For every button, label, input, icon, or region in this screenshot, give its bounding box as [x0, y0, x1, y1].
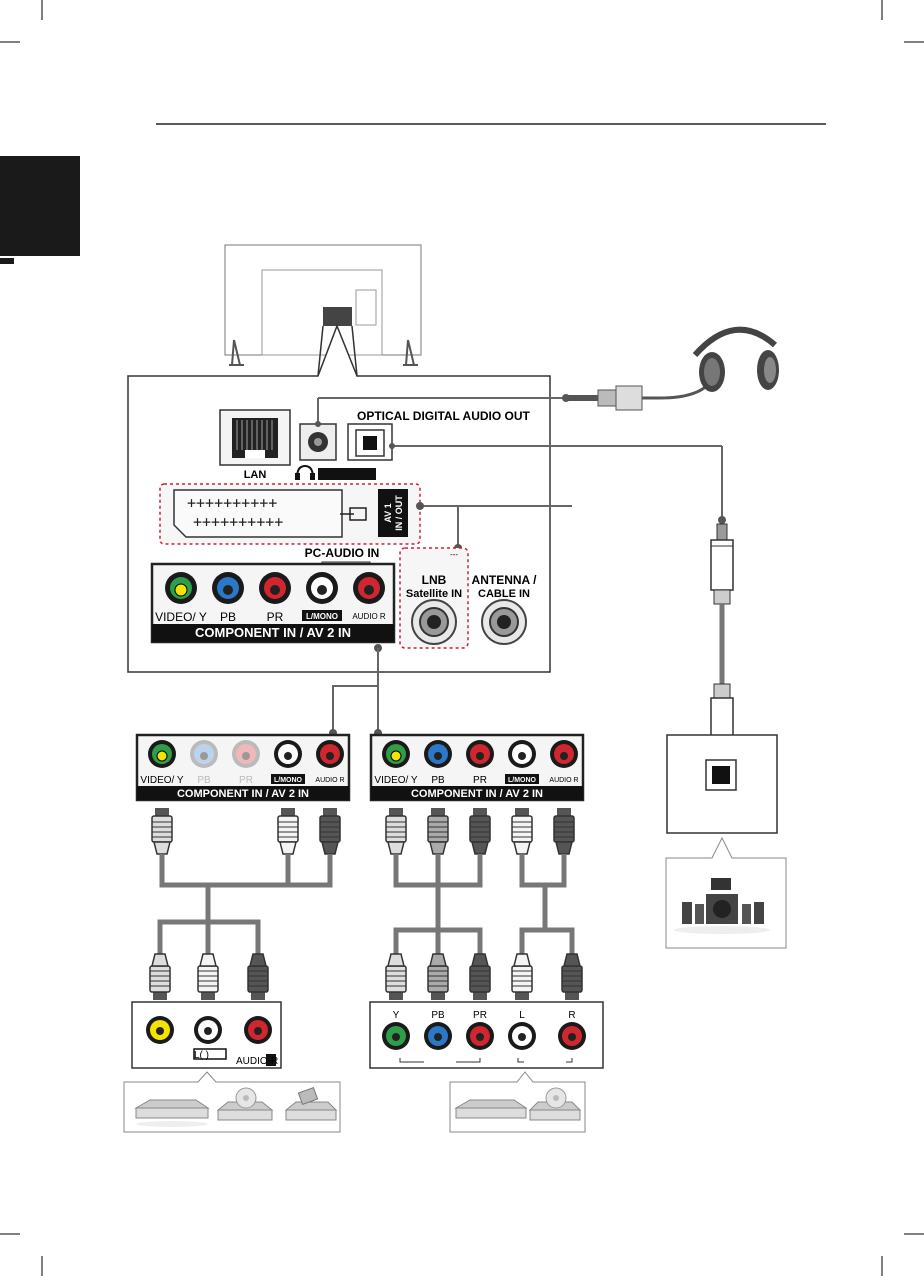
- jack-label-l-mono: L/MONO: [306, 612, 338, 621]
- comp-device-y: Y: [393, 1010, 400, 1021]
- comp-device-r: R: [568, 1010, 575, 1021]
- antenna-label-line1: ANTENNA /: [472, 573, 538, 587]
- av1-label-line2: IN / OUT: [394, 495, 404, 531]
- headphone-port: [299, 423, 337, 461]
- dvd-player-icon: [134, 1099, 210, 1127]
- speaker-system-callout: [665, 836, 787, 949]
- lan-port: [219, 409, 291, 466]
- audio-device-panel: [666, 734, 778, 834]
- av1-label-box: [378, 489, 408, 537]
- av-cable-set: [149, 807, 341, 1001]
- av-jack-label-audio-r: AUDIO R: [315, 777, 344, 784]
- component-panel-av: [135, 733, 351, 802]
- speakers-icon: [674, 878, 770, 934]
- jack-label-video-y: VIDEO/ Y: [155, 610, 207, 624]
- lnb-mark: ---: [450, 550, 458, 559]
- scart-port: ++++++++++ ++++++++++: [173, 489, 343, 538]
- comp-jack-label-pb: PB: [431, 775, 445, 786]
- disc-player-icon: [216, 1087, 274, 1121]
- av-device-audio-r: AUDIO-R: [236, 1056, 278, 1067]
- component-panel: [150, 562, 396, 644]
- tv-back-illustration: [224, 244, 422, 377]
- jack-label-audio-r: AUDIO R: [352, 612, 386, 621]
- av-jack-label-video-y: VIDEO/ Y: [140, 775, 183, 786]
- comp-jack-label-audio-r: AUDIO R: [549, 777, 578, 784]
- av-jack-label-l-mono: L/MONO: [274, 777, 303, 784]
- av-jack-label-pb: PB: [197, 775, 211, 786]
- av-device-audio-l: L( ): [194, 1050, 209, 1061]
- comp-device-pb: PB: [431, 1010, 445, 1021]
- comp-device-pr: PR: [473, 1010, 487, 1021]
- av-device-panel: [131, 1001, 282, 1069]
- antenna-port: [481, 599, 527, 645]
- jack-label-pb: PB: [220, 610, 236, 624]
- dvd-player-icon-2: [454, 1099, 528, 1119]
- av-devices-callout: [123, 1071, 341, 1133]
- optical-cable: [710, 523, 734, 751]
- headphone-label-bar: [318, 468, 376, 480]
- comp-jack-label-pr: PR: [473, 775, 487, 786]
- comp-jack-label-l-mono: L/MONO: [508, 777, 537, 784]
- av-component-bar-label: COMPONENT IN / AV 2 IN: [177, 788, 309, 800]
- comp-device-l: L: [519, 1010, 525, 1021]
- lnb-label-line2: Satellite IN: [406, 588, 462, 600]
- antenna-label-line2: CABLE IN: [478, 588, 530, 600]
- svg-text:++++++++++: ++++++++++: [193, 513, 283, 531]
- lnb-port: [411, 599, 457, 645]
- jack-label-pr: PR: [267, 610, 284, 624]
- lan-label: LAN: [244, 469, 267, 481]
- pc-audio-in-label: PC-AUDIO IN: [305, 546, 380, 560]
- disc-player-icon-2: [528, 1087, 582, 1121]
- comp-jack-label-video-y: VIDEO/ Y: [374, 775, 417, 786]
- optical-label: OPTICAL DIGITAL AUDIO OUT: [357, 409, 531, 423]
- av-jack-label-pr: PR: [239, 775, 253, 786]
- component-cable-set: [385, 807, 583, 1001]
- optical-port: [347, 423, 393, 461]
- svg-text:++++++++++: ++++++++++: [187, 494, 277, 512]
- component-device-panel: [369, 1001, 604, 1069]
- headphones-icon: [566, 326, 779, 411]
- av1-label-line1: AV 1: [383, 503, 393, 522]
- lnb-label-line1: LNB: [422, 573, 447, 587]
- chapter-tab: [0, 156, 80, 256]
- scart-icon: [340, 507, 367, 521]
- vcr-icon: [284, 1086, 338, 1121]
- component-devices-callout: [449, 1071, 586, 1133]
- component-panel-component: [369, 733, 585, 802]
- comp-component-bar-label: COMPONENT IN / AV 2 IN: [411, 788, 543, 800]
- component-bar-label: COMPONENT IN / AV 2 IN: [195, 625, 351, 640]
- headphone-icon: [295, 464, 315, 480]
